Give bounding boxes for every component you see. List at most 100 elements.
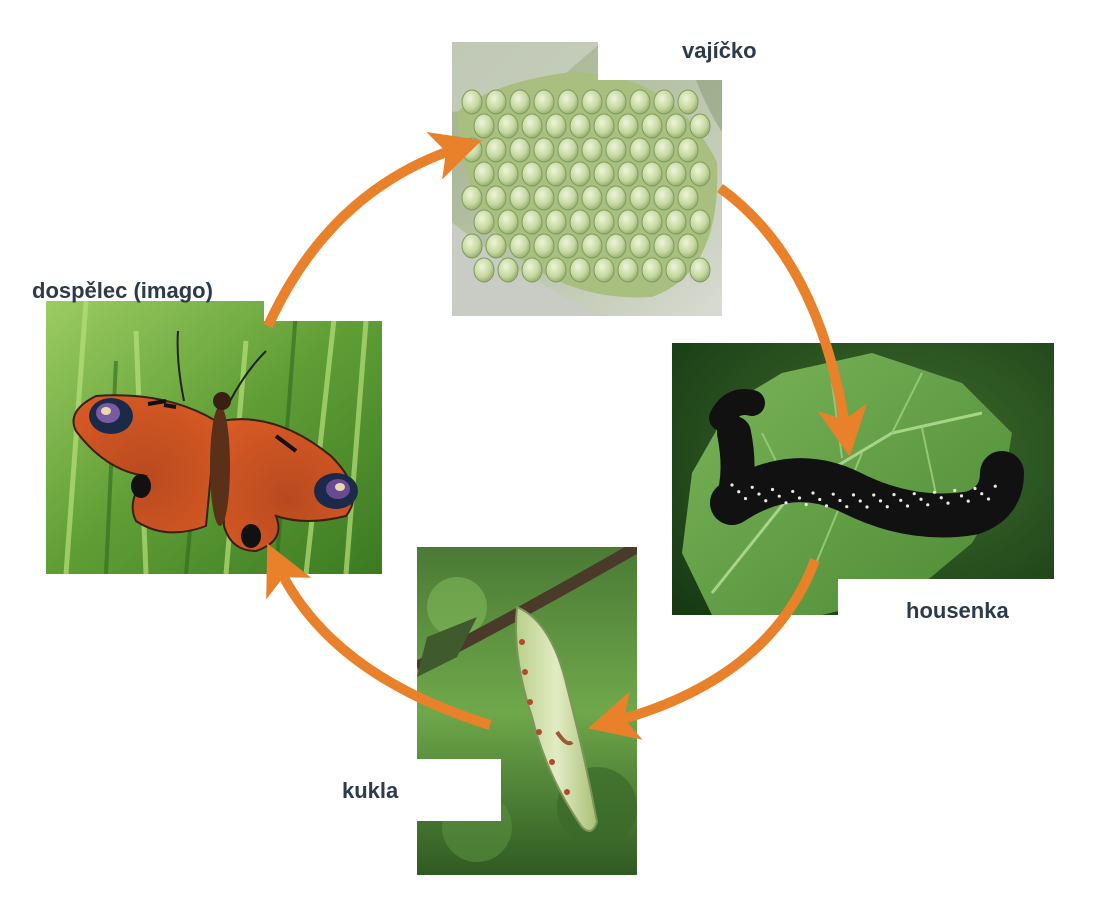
egg-texture bbox=[473, 209, 495, 235]
caterpillar-dot-texture bbox=[939, 496, 943, 500]
egg-texture bbox=[641, 257, 663, 283]
egg-texture bbox=[485, 233, 507, 259]
caterpillar-dot-texture bbox=[770, 487, 775, 492]
caterpillar-dot-texture bbox=[912, 492, 916, 496]
egg-texture bbox=[617, 257, 639, 283]
caterpillar-dot-texture bbox=[953, 488, 957, 493]
egg-texture bbox=[581, 233, 603, 259]
egg-texture bbox=[533, 89, 555, 115]
caterpillar-dot-texture bbox=[973, 486, 977, 491]
egg-texture bbox=[473, 257, 495, 283]
pupa-photo-notch bbox=[417, 759, 501, 821]
caterpillar-dot-texture bbox=[959, 494, 964, 498]
caterpillar-dot-texture bbox=[764, 499, 768, 503]
adult-photo bbox=[46, 301, 382, 574]
caterpillar-dot-texture bbox=[905, 504, 910, 508]
egg-texture bbox=[569, 257, 591, 283]
egg-texture bbox=[593, 257, 615, 283]
egg-texture bbox=[617, 113, 639, 139]
egg-texture bbox=[461, 89, 483, 115]
egg-texture bbox=[581, 89, 603, 115]
egg-texture bbox=[485, 137, 507, 163]
egg-photo-notch bbox=[598, 42, 722, 80]
egg-texture bbox=[533, 137, 555, 163]
egg-texture bbox=[593, 113, 615, 139]
label-egg: vajíčko bbox=[682, 38, 757, 63]
egg-texture bbox=[677, 89, 699, 115]
egg-texture bbox=[497, 161, 519, 187]
egg-texture bbox=[521, 161, 543, 187]
egg-texture bbox=[629, 233, 651, 259]
arrow-pupa-to-adult bbox=[266, 543, 492, 730]
egg-texture bbox=[617, 209, 639, 235]
egg-texture bbox=[533, 185, 555, 211]
egg-texture bbox=[677, 233, 699, 259]
egg-texture bbox=[653, 89, 675, 115]
arrow-adult-to-egg bbox=[263, 132, 482, 329]
egg-texture bbox=[653, 233, 675, 259]
caterpillar-dot-texture bbox=[872, 493, 876, 497]
egg-texture bbox=[629, 89, 651, 115]
egg-texture bbox=[545, 257, 567, 283]
caterpillar-dot-texture bbox=[858, 499, 862, 503]
label-caterpillar: housenka bbox=[906, 598, 1009, 623]
egg-texture bbox=[509, 185, 531, 211]
egg-texture bbox=[485, 89, 507, 115]
caterpillar-dot-texture bbox=[980, 492, 984, 496]
egg-texture bbox=[689, 113, 711, 139]
egg-texture bbox=[545, 113, 567, 139]
adult-photo-notch bbox=[264, 301, 382, 321]
egg-texture bbox=[521, 209, 543, 235]
caterpillar-dot-texture bbox=[818, 497, 822, 502]
egg-texture bbox=[605, 137, 627, 163]
caterpillar-dot-texture bbox=[926, 503, 930, 507]
egg-texture bbox=[581, 137, 603, 163]
egg-texture bbox=[653, 185, 675, 211]
egg-texture bbox=[665, 113, 687, 139]
egg-texture bbox=[605, 185, 627, 211]
caterpillar-dot-texture bbox=[743, 496, 748, 501]
caterpillar-dot-texture bbox=[845, 505, 849, 509]
caterpillar-dot-texture bbox=[878, 499, 883, 503]
caterpillar-dot-texture bbox=[730, 483, 734, 487]
caterpillar-dot-texture bbox=[797, 496, 802, 500]
caterpillar-dot-texture bbox=[791, 489, 795, 494]
egg-texture bbox=[665, 257, 687, 283]
egg-texture bbox=[509, 233, 531, 259]
egg-texture bbox=[473, 113, 495, 139]
egg-texture bbox=[521, 113, 543, 139]
egg-texture bbox=[509, 89, 531, 115]
egg-texture bbox=[629, 137, 651, 163]
caterpillar-photo bbox=[672, 343, 1054, 615]
egg-texture bbox=[497, 113, 519, 139]
egg-texture bbox=[557, 185, 579, 211]
caterpillar-dot-texture bbox=[824, 504, 829, 508]
caterpillar-dot-texture bbox=[811, 491, 815, 495]
egg-texture bbox=[485, 185, 507, 211]
caterpillar-dot-texture bbox=[831, 492, 835, 496]
caterpillar-dot-texture bbox=[885, 505, 889, 509]
egg-texture bbox=[689, 209, 711, 235]
caterpillar-dot-texture bbox=[737, 490, 741, 494]
caterpillar-dot-texture bbox=[946, 501, 950, 505]
caterpillar-dot-texture bbox=[932, 490, 937, 494]
caterpillar-dot-texture bbox=[993, 484, 997, 488]
egg-texture bbox=[545, 161, 567, 187]
caterpillar-dot-texture bbox=[851, 493, 856, 497]
caterpillar-dot-texture bbox=[899, 498, 903, 502]
label-adult: dospělec (imago) bbox=[32, 278, 213, 303]
caterpillar-dot-texture bbox=[892, 492, 896, 497]
egg-texture bbox=[569, 161, 591, 187]
egg-texture bbox=[461, 185, 483, 211]
egg-texture bbox=[629, 185, 651, 211]
egg-texture bbox=[497, 257, 519, 283]
egg-photo bbox=[452, 42, 722, 316]
egg-texture bbox=[689, 161, 711, 187]
caterpillar-photo-notch bbox=[838, 579, 1054, 615]
caterpillar-dot-texture bbox=[757, 492, 761, 496]
egg-texture bbox=[569, 209, 591, 235]
egg-texture bbox=[593, 209, 615, 235]
egg-texture bbox=[557, 89, 579, 115]
